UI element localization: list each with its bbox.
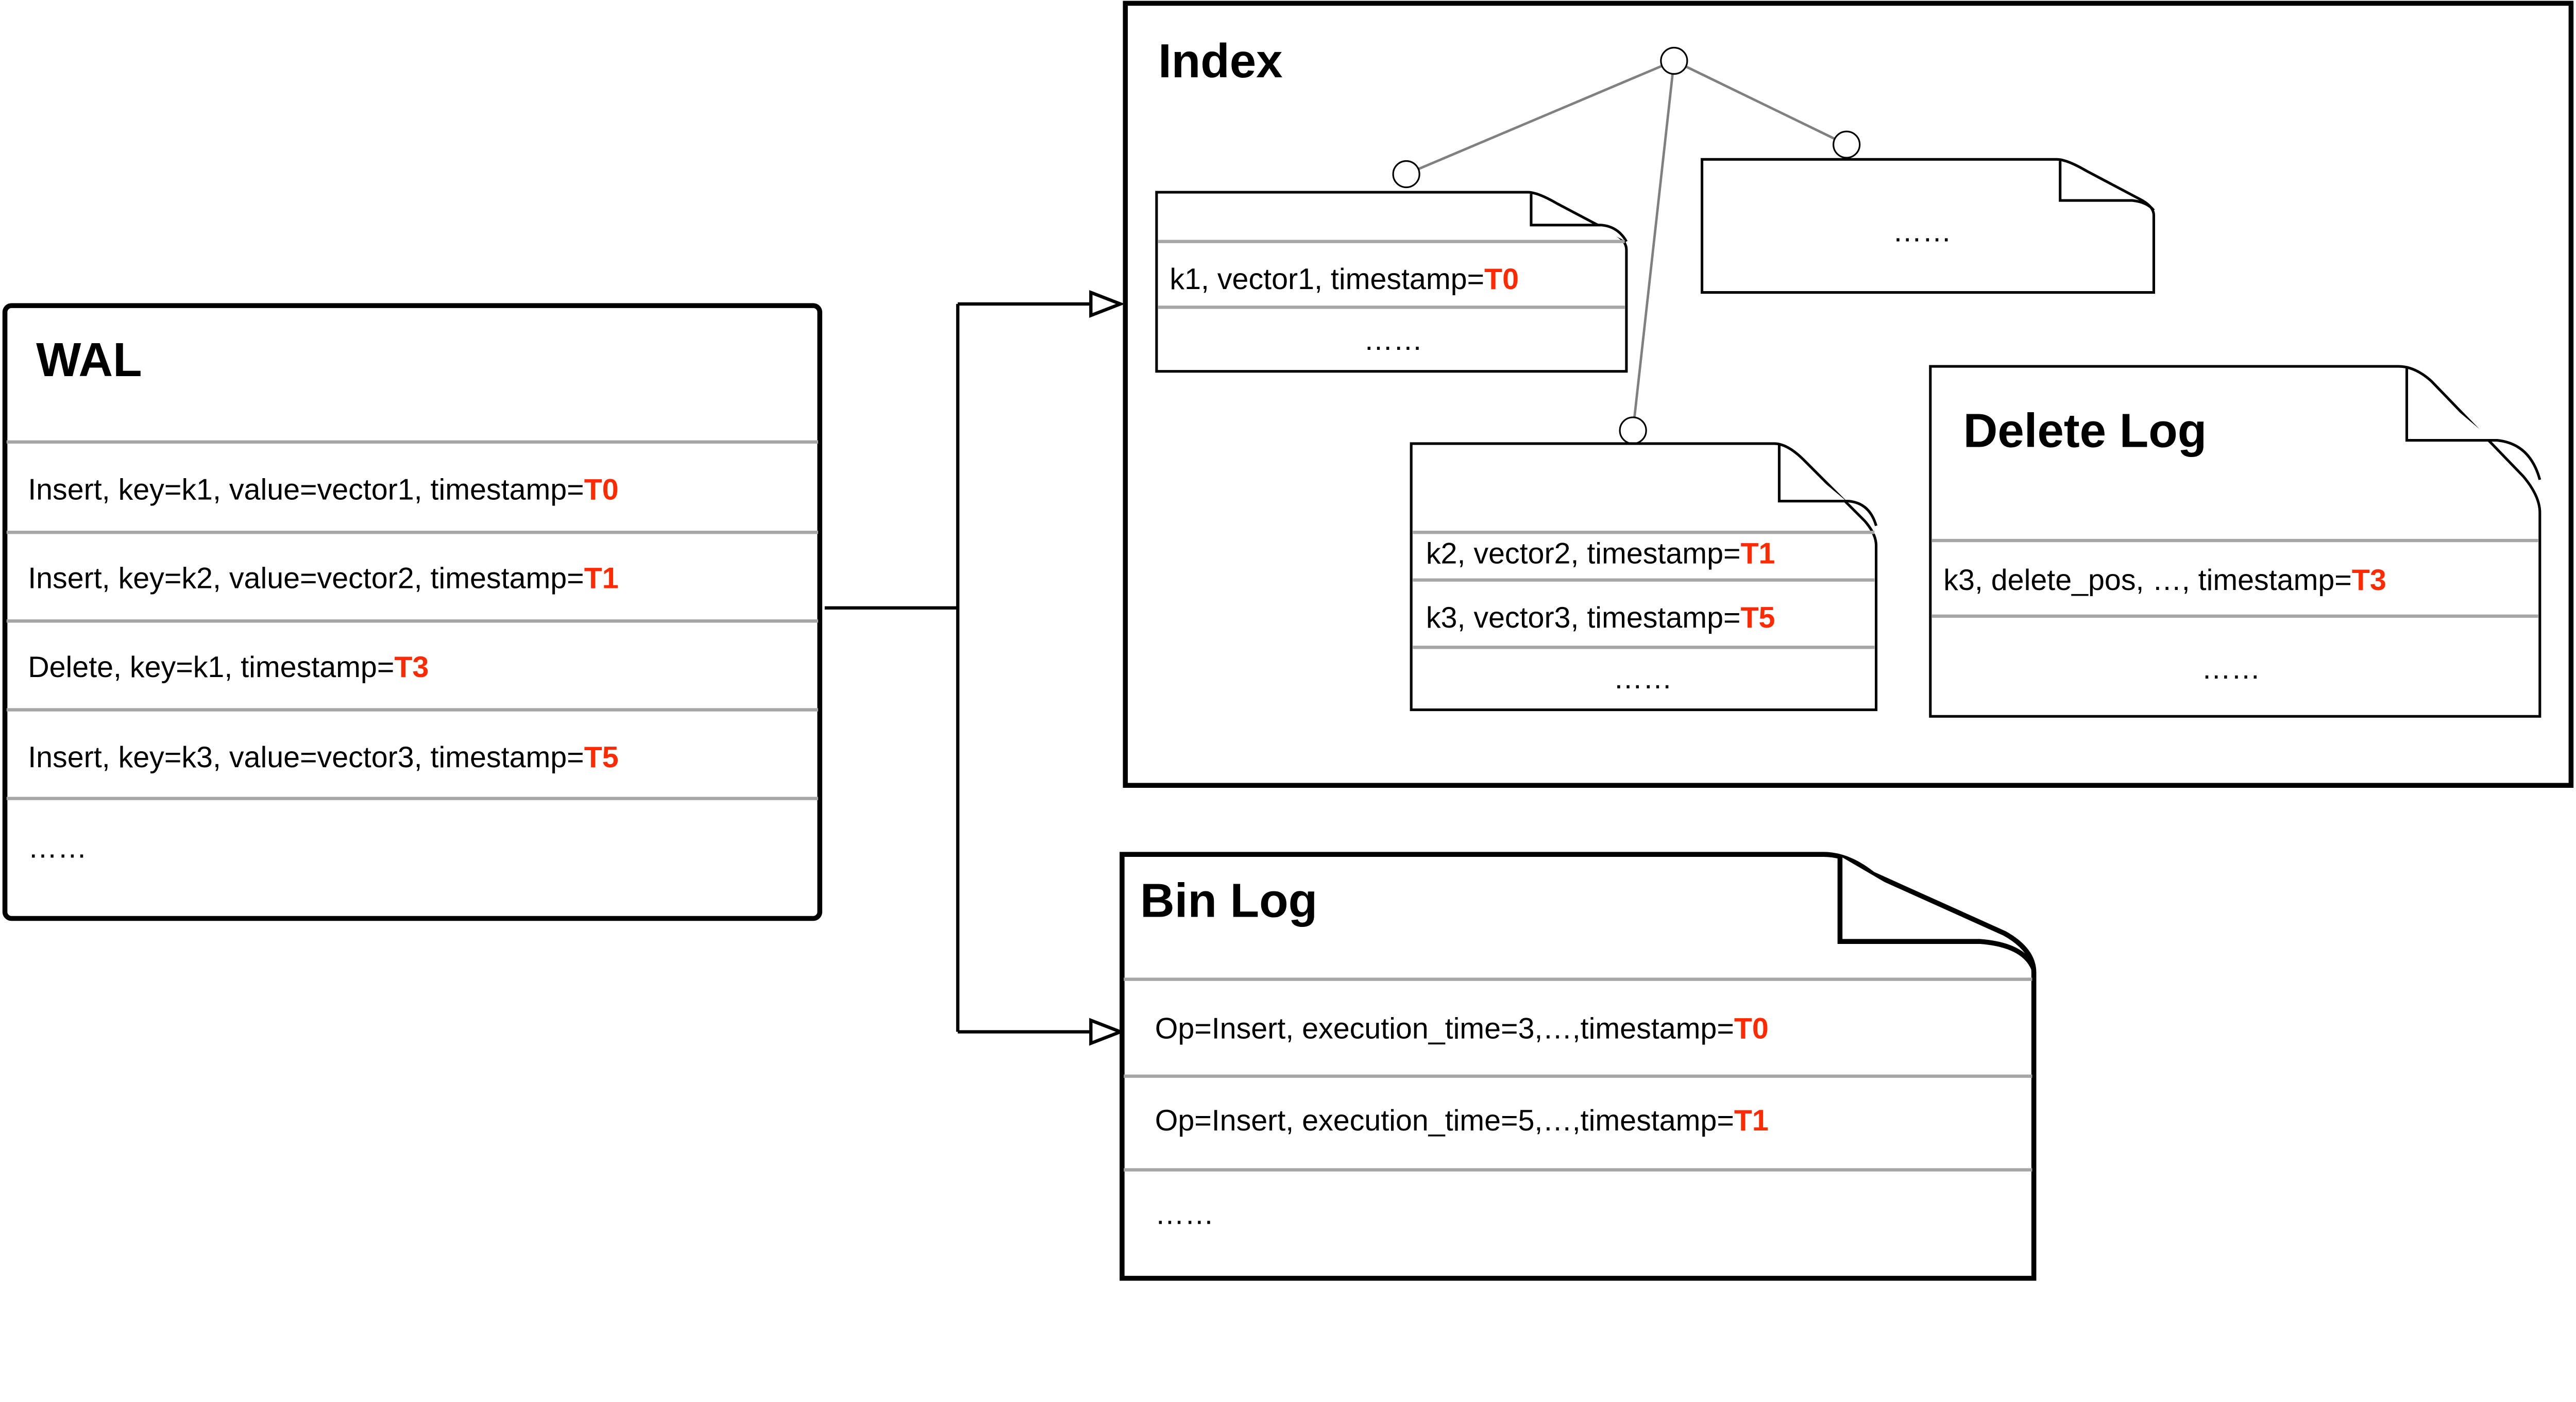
diagram: WAL Insert, key=k1, value=vector1, times… [2, 1, 2574, 1281]
wal-row: Delete, key=k1, timestamp=T3 [28, 651, 429, 684]
connector-arrows [824, 290, 1125, 1046]
bin-log: Bin Log Op=Insert, execution_time=3,…,ti… [1120, 852, 2037, 1281]
bin-log-row: Op=Insert, execution_time=3,…,timestamp=… [1155, 1012, 1769, 1045]
segment-row: k3, vector3, timestamp=T5 [1426, 601, 1775, 634]
tree-node [1619, 416, 1647, 445]
index-segment-3: k2, vector2, timestamp=T1 k3, vector3, t… [1410, 442, 1878, 712]
index-box: Index k1, vector1, timestamp=T0 …… …… [1123, 1, 2574, 788]
arrow-head-binlog [1089, 1018, 1125, 1046]
segment-more: …… [1364, 324, 1423, 357]
bin-log-row: Op=Insert, execution_time=5,…,timestamp=… [1155, 1104, 1769, 1137]
tree-node [1833, 130, 1861, 159]
index-segment-2: …… [1701, 158, 2156, 294]
delete-log-row: k3, delete_pos, …, timestamp=T3 [1943, 564, 2386, 597]
delete-log: Delete Log k3, delete_pos, …, timestamp=… [1929, 365, 2541, 718]
arrow-head-index [1089, 290, 1125, 318]
tree-node [1392, 160, 1420, 189]
bin-log-more: …… [1155, 1198, 1214, 1231]
index-segment-1: k1, vector1, timestamp=T0 …… [1155, 191, 1628, 373]
wal-row: Insert, key=k1, value=vector1, timestamp… [28, 473, 618, 506]
delete-log-more: …… [2201, 652, 2261, 685]
wal-title: WAL [36, 333, 142, 386]
index-title: Index [1158, 34, 1283, 88]
index-tree [1392, 46, 1861, 445]
tree-root-node [1660, 46, 1688, 75]
bin-log-title: Bin Log [1140, 873, 1317, 927]
segment-more: …… [1892, 215, 1952, 248]
wal-more: …… [28, 832, 87, 865]
segment-row: k1, vector1, timestamp=T0 [1170, 263, 1519, 296]
delete-log-title: Delete Log [1963, 403, 2207, 457]
segment-more: …… [1613, 662, 1672, 695]
wal-row: Insert, key=k2, value=vector2, timestamp… [28, 562, 618, 595]
segment-row: k2, vector2, timestamp=T1 [1426, 537, 1775, 570]
wal-row: Insert, key=k3, value=vector3, timestamp… [28, 741, 618, 774]
wal-box: WAL Insert, key=k1, value=vector1, times… [2, 303, 822, 921]
